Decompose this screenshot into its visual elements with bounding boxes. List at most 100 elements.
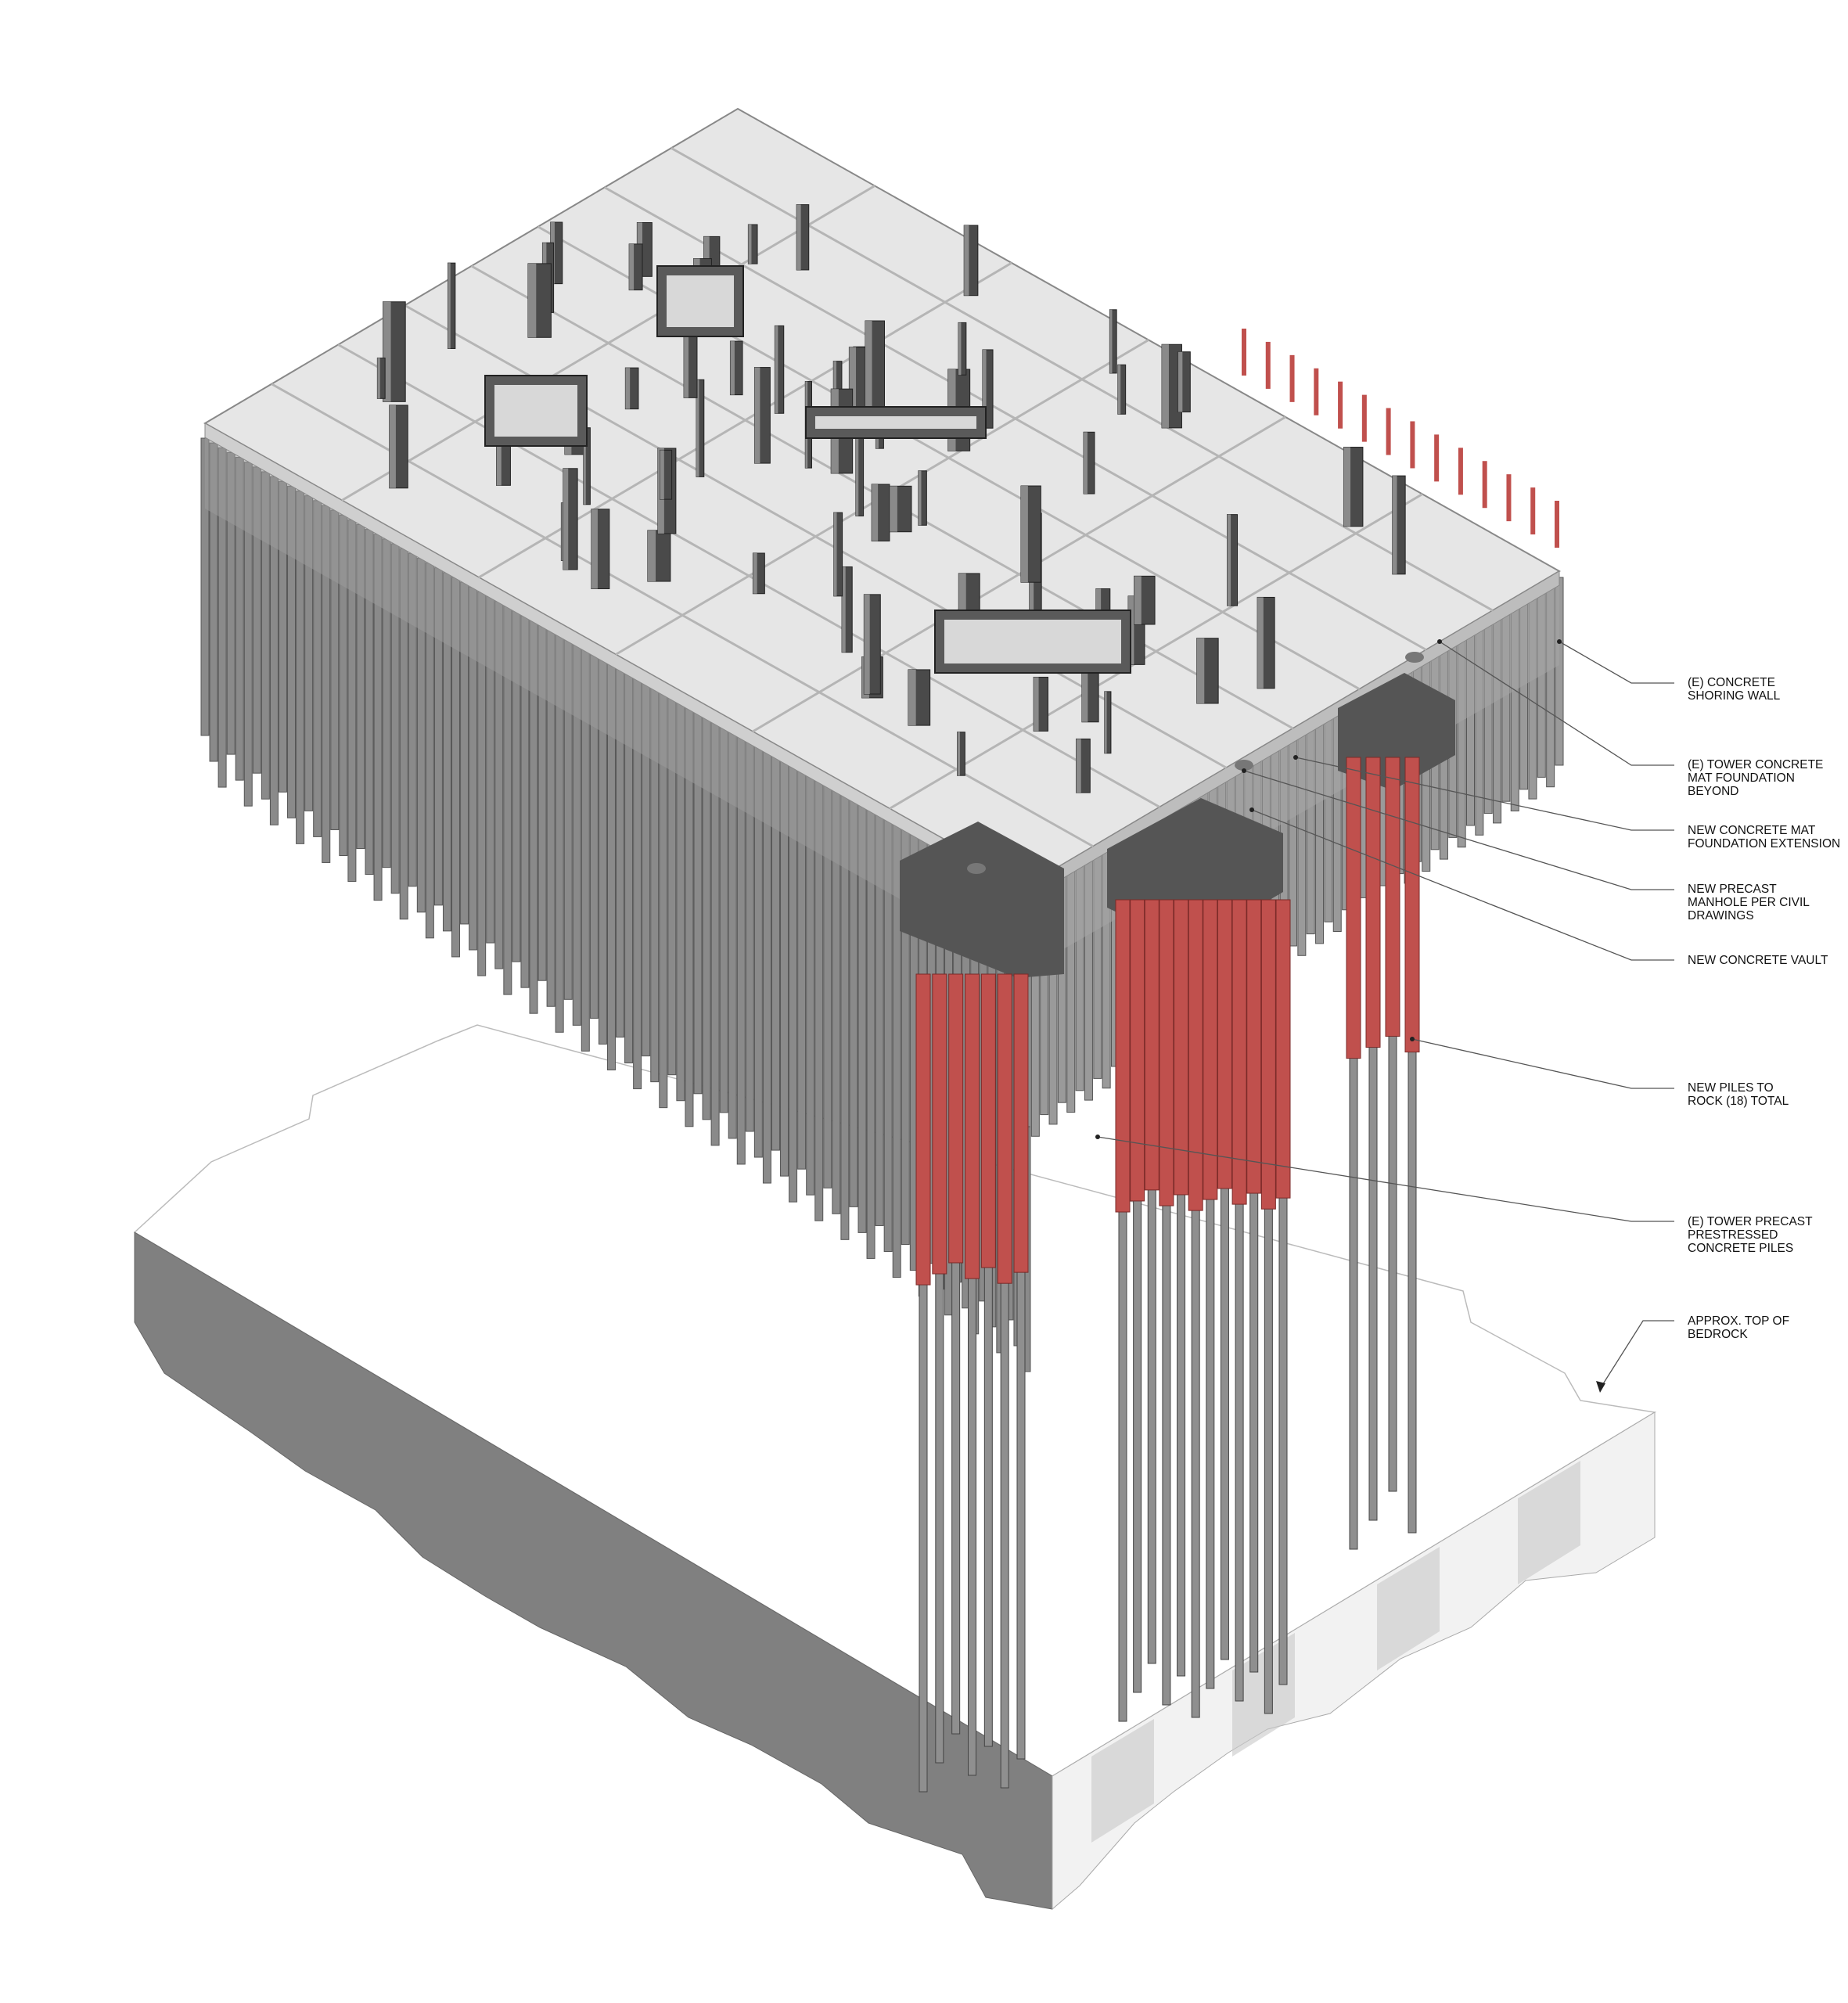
core-wall-interior	[815, 416, 976, 429]
column-highlight	[849, 347, 857, 427]
column-highlight	[833, 512, 837, 596]
slab-beam	[341, 185, 875, 502]
column-highlight	[958, 322, 962, 376]
new-pile-sleeve	[1130, 899, 1145, 1202]
column-highlight	[775, 325, 778, 414]
leader-arrowhead	[1437, 639, 1442, 644]
column-highlight	[1109, 309, 1113, 373]
leader-arrowhead	[1596, 1381, 1605, 1393]
new-pile-sleeve	[1260, 899, 1276, 1210]
new-pile-sleeve	[1275, 899, 1291, 1199]
core-wall-interior	[944, 620, 1121, 663]
column-highlight	[957, 732, 960, 776]
new-dowel	[1530, 487, 1536, 535]
column-highlight	[1196, 638, 1205, 703]
column-highlight	[864, 594, 870, 695]
new-pile-sleeve	[1365, 757, 1381, 1048]
column-highlight	[496, 441, 502, 486]
column-highlight	[448, 263, 451, 349]
bedrock-side-shading	[1091, 1461, 1580, 1843]
bedrock-block	[133, 1024, 1657, 1911]
new-pile-sleeve	[1115, 899, 1131, 1213]
manhole-3	[1405, 652, 1424, 663]
column-highlight	[1257, 597, 1264, 689]
column-highlight	[872, 484, 879, 541]
column-highlight	[1117, 365, 1121, 415]
callout-precast-manhole: NEW PRECAST MANHOLE PER CIVIL DRAWINGS	[1688, 883, 1810, 922]
column-highlight	[389, 405, 396, 488]
column-highlight	[629, 243, 635, 290]
new-pile-sleeve	[1144, 899, 1159, 1191]
column-highlight	[377, 358, 380, 399]
column-highlight	[696, 379, 699, 477]
new-dowel	[1434, 434, 1440, 482]
bedrock-side-face	[1052, 1411, 1656, 1911]
column-highlight	[730, 341, 735, 395]
leader-line	[1097, 1136, 1674, 1222]
column-highlight	[842, 566, 846, 653]
column-highlight	[865, 321, 872, 409]
new-dowel	[1265, 341, 1271, 389]
column-highlight	[1392, 476, 1397, 574]
slab-beam	[752, 415, 1286, 733]
new-piles-to-rock	[915, 757, 1420, 1793]
leader-arrowhead	[1557, 639, 1562, 644]
new-pile-sleeve	[1203, 899, 1218, 1200]
column-highlight	[1162, 344, 1169, 428]
column-highlight	[527, 263, 537, 338]
new-pile-sleeve	[1404, 757, 1420, 1053]
column-highlight	[982, 349, 987, 429]
column-highlight	[583, 427, 586, 505]
column-highlight	[625, 368, 631, 409]
column-highlight	[908, 669, 916, 726]
new-dowel	[1361, 394, 1367, 442]
core-wall-interior	[494, 385, 577, 437]
leader-line	[1243, 770, 1674, 890]
column-highlight	[1084, 432, 1088, 494]
new-pile-sleeve	[1188, 899, 1203, 1211]
callout-tower-mat-beyond: (E) TOWER CONCRETE MAT FOUNDATION BEYOND	[1688, 758, 1824, 798]
new-dowel	[1555, 501, 1559, 548]
new-pile-sleeve	[1246, 899, 1262, 1194]
new-pile-sleeve	[948, 973, 964, 1264]
column-highlight	[591, 509, 598, 589]
column-highlight	[1343, 447, 1351, 527]
leader-line	[1295, 757, 1674, 831]
new-pile-sleeve	[980, 973, 996, 1268]
new-dowel	[1338, 381, 1343, 429]
callout-concrete-vault: NEW CONCRETE VAULT	[1688, 954, 1828, 967]
slab-beam	[889, 493, 1423, 810]
leader-arrowhead	[1095, 1135, 1100, 1139]
bedrock-shade-band	[1377, 1547, 1440, 1670]
new-pile-sleeve	[965, 973, 980, 1279]
new-pile-sleeve	[1013, 973, 1029, 1273]
new-pile-sleeve	[1217, 899, 1232, 1189]
column-highlight	[964, 225, 969, 296]
shoring-wall-left-face	[205, 430, 1026, 970]
column-highlight	[890, 486, 897, 532]
precast-manholes	[967, 652, 1424, 874]
new-dowel	[1410, 421, 1415, 469]
leader-arrowhead	[1249, 807, 1254, 812]
column-highlight	[1076, 739, 1081, 793]
column-highlight	[918, 470, 922, 526]
column-highlight	[796, 204, 801, 270]
core-wall-interior	[667, 275, 734, 327]
column-highlight	[754, 367, 760, 464]
column-highlight	[855, 422, 859, 516]
new-dowel	[1314, 368, 1319, 415]
callout-leaders	[1095, 639, 1674, 1393]
new-pile-sleeve	[1231, 899, 1247, 1205]
callout-bedrock: APPROX. TOP OF BEDROCK	[1688, 1314, 1790, 1341]
column-highlight	[1134, 576, 1142, 624]
leader-arrowhead	[1242, 768, 1246, 773]
new-pile-sleeve	[1174, 899, 1189, 1196]
new-pile-sleeve	[997, 973, 1012, 1284]
new-pile-sleeve	[1385, 757, 1400, 1037]
leader-line	[1599, 1320, 1674, 1390]
new-pile-sleeve	[915, 973, 931, 1286]
new-pile-sleeve	[1159, 899, 1174, 1206]
new-dowel	[1458, 448, 1463, 495]
manhole-2	[1235, 760, 1253, 771]
